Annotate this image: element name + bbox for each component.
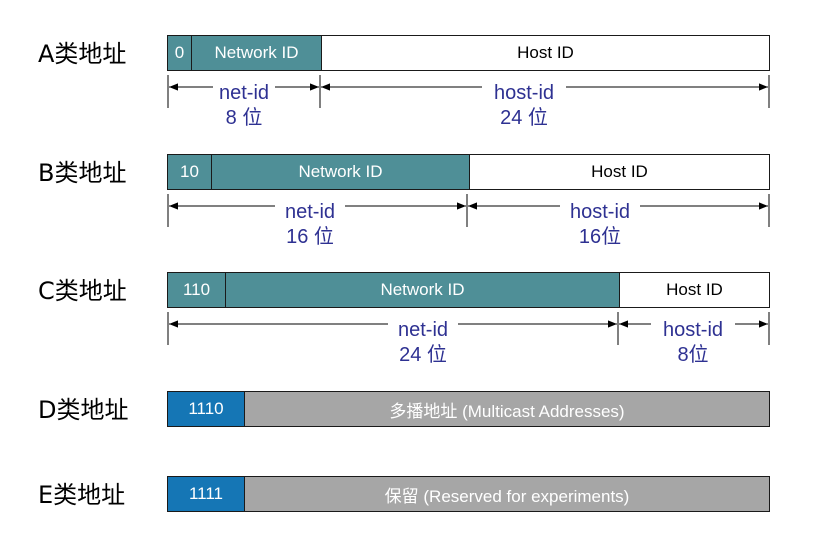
class-d-description: 多播地址 (Multicast Addresses) bbox=[244, 392, 769, 426]
class-a-label: A类地址 bbox=[38, 40, 127, 68]
class-b-net-dim: net-id 16 位 bbox=[266, 200, 354, 250]
class-a-host-bits: 24 位 bbox=[500, 107, 548, 129]
class-a-host-name: host-id bbox=[493, 82, 555, 104]
class-b-host-bits: 16位 bbox=[578, 226, 622, 248]
class-c-host-name: host-id bbox=[662, 319, 724, 341]
class-e-prefix: 1111 bbox=[168, 477, 244, 511]
class-b-host-name: host-id bbox=[569, 201, 631, 223]
class-c-network-id: Network ID bbox=[225, 273, 619, 307]
class-e-description: 保留 (Reserved for experiments) bbox=[244, 477, 769, 511]
class-b-net-bits: 16 位 bbox=[286, 226, 334, 248]
class-a-prefix: 0 bbox=[168, 36, 191, 70]
class-a-host-dim: host-id 24 位 bbox=[474, 81, 574, 131]
class-b-bar: 10 Network ID Host ID bbox=[167, 154, 770, 190]
class-a-network-id: Network ID bbox=[191, 36, 321, 70]
class-c-net-bits: 24 位 bbox=[399, 344, 447, 366]
class-c-net-dim: net-id 24 位 bbox=[379, 318, 467, 368]
class-a-bar: 0 Network ID Host ID bbox=[167, 35, 770, 71]
class-e-label: E类地址 bbox=[38, 481, 126, 509]
class-d-bar: 1110 多播地址 (Multicast Addresses) bbox=[167, 391, 770, 427]
class-b-prefix: 10 bbox=[168, 155, 211, 189]
class-b-network-id: Network ID bbox=[211, 155, 469, 189]
class-b-label: B类地址 bbox=[38, 159, 127, 187]
class-c-host-bits: 8位 bbox=[677, 344, 709, 366]
class-c-host-id: Host ID bbox=[619, 273, 769, 307]
class-b-host-id: Host ID bbox=[469, 155, 769, 189]
class-b-host-dim: host-id 16位 bbox=[550, 200, 650, 250]
class-a-net-dim: net-id 8 位 bbox=[200, 81, 288, 131]
class-a-net-bits: 8 位 bbox=[225, 107, 263, 129]
class-c-host-dim: host-id 8位 bbox=[643, 318, 743, 368]
class-c-prefix: 110 bbox=[168, 273, 225, 307]
class-a-host-id: Host ID bbox=[321, 36, 769, 70]
class-a-net-name: net-id bbox=[218, 82, 270, 104]
class-b-net-name: net-id bbox=[284, 201, 336, 223]
class-d-label: D类地址 bbox=[38, 396, 129, 424]
class-c-bar: 110 Network ID Host ID bbox=[167, 272, 770, 308]
class-c-net-name: net-id bbox=[397, 319, 449, 341]
class-d-prefix: 1110 bbox=[168, 392, 244, 426]
class-c-label: C类地址 bbox=[38, 277, 127, 305]
class-e-bar: 1111 保留 (Reserved for experiments) bbox=[167, 476, 770, 512]
